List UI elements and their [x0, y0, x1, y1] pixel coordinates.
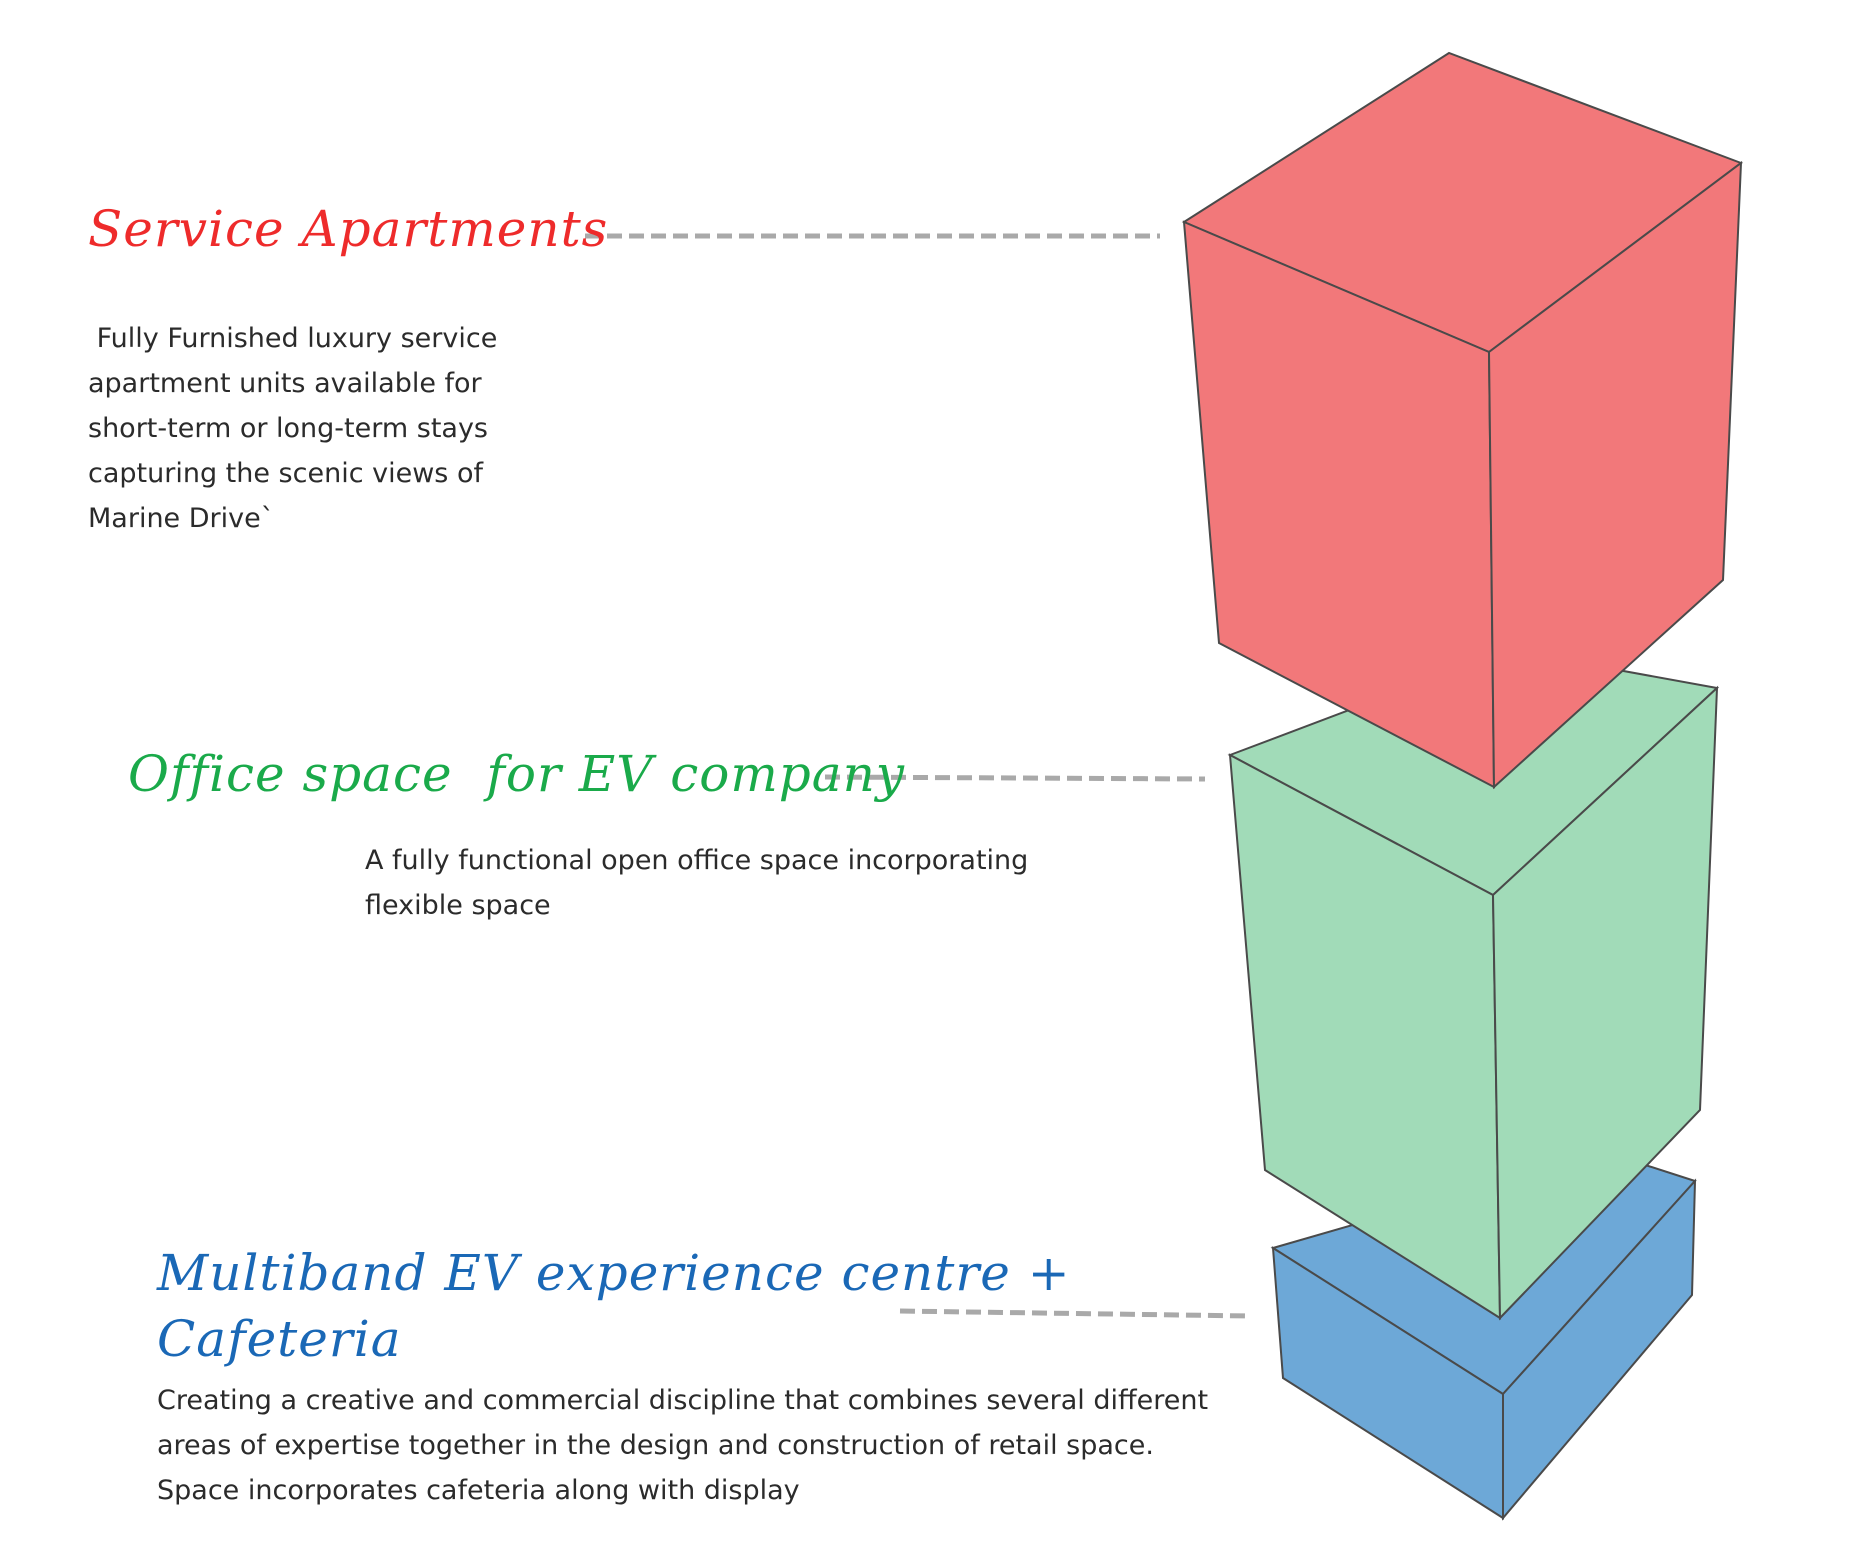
description-line: Marine Drive` — [88, 503, 275, 534]
description-line: capturing the scenic views of — [88, 458, 483, 489]
description-line: A fully functional open office space inc… — [365, 845, 1029, 876]
service-apartments-box — [1181, 51, 1744, 790]
experience-centre-title: Multiband EV experience centre + Cafeter… — [157, 1240, 1071, 1372]
title-line: Multiband EV experience centre + — [157, 1244, 1071, 1302]
description-line: Space incorporates cafeteria along with … — [157, 1475, 800, 1506]
office-space-description: A fully functional open office space inc… — [365, 838, 1028, 928]
title-line: Cafeteria — [157, 1310, 402, 1368]
description-line: flexible space — [365, 890, 551, 921]
experience-box-right-face — [1502, 1178, 1697, 1521]
service-apartments-title: Service Apartments — [88, 200, 609, 258]
office-box-right-face — [1491, 685, 1719, 1321]
office-space-title: Office space for EV company — [128, 745, 906, 803]
description-line: short-term or long-term stays — [88, 413, 489, 444]
description-line: Creating a creative and commercial disci… — [157, 1385, 1209, 1416]
description-line: apartment units available for — [88, 368, 482, 399]
experience-centre-description: Creating a creative and commercial disci… — [157, 1378, 1208, 1513]
service-box-right-face — [1487, 160, 1743, 790]
office-space-box — [1227, 648, 1720, 1321]
leader-line-office — [824, 774, 1206, 782]
description-line: Fully Furnished luxury service — [88, 323, 498, 354]
service-apartments-description: Fully Furnished luxury service apartment… — [88, 316, 497, 541]
description-line: areas of expertise together in the desig… — [157, 1430, 1154, 1461]
leader-line-experience — [899, 1308, 1251, 1319]
